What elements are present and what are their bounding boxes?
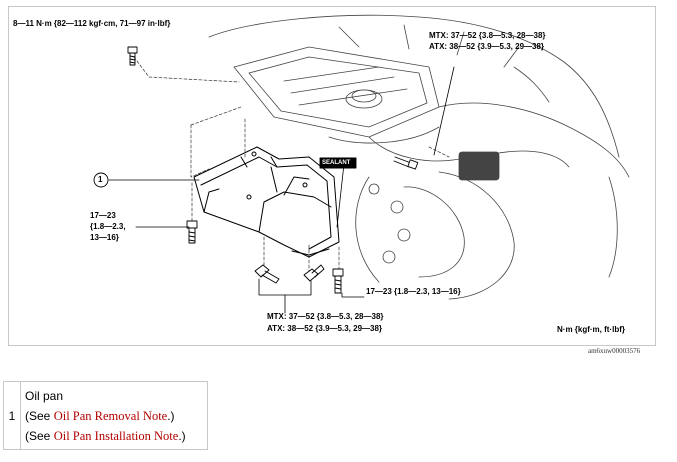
guide-lines (133, 56, 450, 276)
bolt-left (186, 220, 198, 244)
bolt-bottom-middle (303, 264, 325, 282)
wheel-outline (355, 171, 618, 300)
units-label: N·m {kgf·m, ft·lbf} (557, 325, 625, 334)
torque-left-line2: {1.8—2.3, (90, 222, 126, 231)
bolt-upper-right (393, 156, 419, 170)
installation-note-line: (See Oil Pan Installation Note.) (25, 426, 207, 446)
part-description: Oil pan (See Oil Pan Removal Note.) (See… (20, 381, 208, 450)
torque-bottom-mtx: MTX: 37—52 {3.8—5.3, 28—38} (267, 312, 384, 321)
see-suffix: .) (167, 409, 175, 423)
torque-left-line3: 13—16} (90, 233, 119, 242)
engine-block-outline (208, 14, 630, 181)
see-suffix: .) (178, 429, 186, 443)
torque-left-line1: 17—23 (90, 211, 116, 220)
oil-pan-shape (193, 146, 340, 258)
callout-circle (93, 172, 109, 188)
table-row: 1 Oil pan (See Oil Pan Removal Note.) (S… (3, 381, 208, 450)
torque-oil-pan-top-bolt: 8—11 N·m {82—112 kgf·cm, 71—97 in·lbf} (13, 19, 171, 28)
sealant-label: SEALANT (322, 160, 351, 166)
bolt-top (127, 46, 138, 66)
torque-upper-right-atx: ATX: 38—52 {3.9—5.3, 29—38} (429, 42, 545, 51)
part-number: 1 (3, 381, 21, 450)
oil-pan-illustration (93, 14, 630, 314)
oil-pan-removal-note-link[interactable]: Oil Pan Removal Note (53, 409, 168, 423)
exploded-diagram: 8—11 N·m {82—112 kgf·cm, 71—97 in·lbf} M… (8, 6, 656, 346)
torque-upper-right-mtx: MTX: 37—52 {3.8—5.3, 28—38} (429, 31, 546, 40)
callout-number: 1 (98, 175, 103, 184)
oil-pan-installation-note-link[interactable]: Oil Pan Installation Note (53, 429, 179, 443)
torque-bottom-atx: ATX: 38—52 {3.9—5.3, 29—38} (267, 324, 383, 333)
leader-lines (108, 66, 455, 314)
bolt-bottom-left (254, 264, 280, 284)
bolt-bottom-right (332, 268, 344, 294)
parts-table: 1 Oil pan (See Oil Pan Removal Note.) (S… (3, 381, 208, 450)
see-prefix: (See (25, 409, 54, 423)
removal-note-line: (See Oil Pan Removal Note.) (25, 406, 207, 426)
part-name: Oil pan (25, 389, 64, 403)
sealant-tag (319, 157, 357, 169)
torque-right-bottom: 17—23 {1.8—2.3, 13—16} (366, 287, 461, 296)
figure-id: am6xuw00003576 (588, 347, 641, 355)
see-prefix: (See (25, 429, 54, 443)
